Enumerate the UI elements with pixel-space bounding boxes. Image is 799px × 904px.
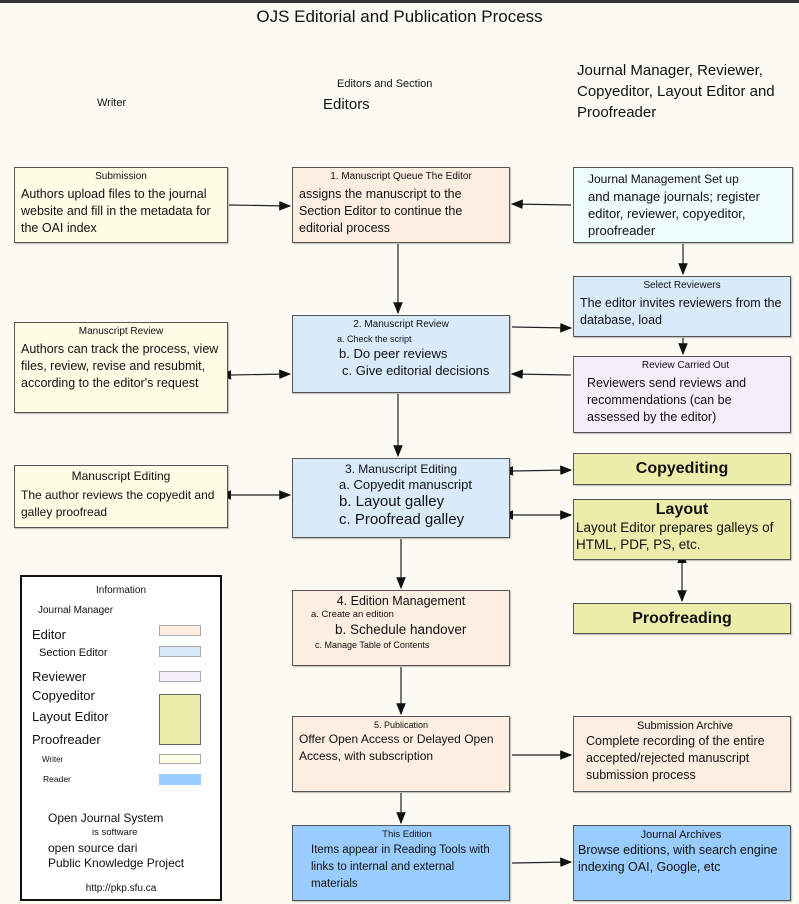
legend-swatch-writer <box>159 754 201 764</box>
legend: Information Journal Manager Editor Secti… <box>20 575 222 901</box>
legend-title: Information <box>95 585 147 596</box>
submission-box: Submission Authors upload files to the j… <box>14 167 228 243</box>
arrow-submission-queue <box>228 201 292 211</box>
arrow-reviewout-review <box>510 369 572 379</box>
legend-url[interactable]: http://pkp.sfu.ca <box>85 883 157 894</box>
lane-managers: Journal Manager, Reviewer, Copyeditor, L… <box>577 62 775 121</box>
arrow-editing-copyedit <box>501 465 573 476</box>
legend-writer: Writer <box>42 755 64 764</box>
author-review-box: Manuscript Review Authors can track the … <box>14 322 228 413</box>
manuscript-queue-box: 1. Manuscript Queue The Editor assigns t… <box>292 167 510 243</box>
arrow-jm-queue <box>510 199 572 209</box>
review-carried-out-box: Review Carried Out Reviewers send review… <box>573 356 791 433</box>
arrow-review-select <box>511 323 573 333</box>
journal-management-box: Journal Management Set up and manage jou… <box>573 167 793 243</box>
legend-footer-2: is software <box>92 827 138 838</box>
legend-layout-editor: Layout Editor <box>32 709 109 724</box>
diagram-title: OJS Editorial and Publication Process <box>256 7 543 26</box>
journal-archives-box: Journal Archives Browse editions, with s… <box>573 825 791 901</box>
author-editing-box: Manuscript Editing The author reviews th… <box>14 465 228 528</box>
legend-footer-3: open source dari <box>48 841 138 855</box>
legend-swatch-reviewer <box>159 671 201 682</box>
legend-reviewer: Reviewer <box>32 669 87 684</box>
proofreading-box: Proofreading <box>573 603 791 634</box>
legend-journal-manager: Journal Manager <box>38 605 114 616</box>
manuscript-editing-box: 3. Manuscript Editing a. Copyedit manusc… <box>292 458 510 538</box>
legend-section-editor: Section Editor <box>39 647 108 659</box>
layout-box: Layout Layout Editor prepares galleys of… <box>573 499 791 560</box>
lane-writer: Writer <box>97 97 127 109</box>
legend-reader: Reader <box>43 774 71 784</box>
this-edition-box: This Edition Items appear in Reading Too… <box>292 825 510 901</box>
lane-editors-1: Editors and Section <box>337 78 433 90</box>
arrow-thisedition-archives <box>511 857 573 867</box>
legend-copyeditor: Copyeditor <box>32 688 95 703</box>
legend-swatch-editor <box>159 625 201 636</box>
legend-proofreader: Proofreader <box>32 732 101 747</box>
arrow-author-review <box>219 369 292 380</box>
publication-box: 5. Publication Offer Open Access or Dela… <box>292 716 510 792</box>
select-reviewers-box: Select Reviewers The editor invites revi… <box>573 276 791 337</box>
legend-editor: Editor <box>32 627 66 642</box>
submission-archive-box: Submission Archive Complete recording of… <box>573 716 791 792</box>
legend-swatch-section-editor <box>159 646 201 657</box>
copyediting-box: Copyediting <box>573 453 791 485</box>
lane-editors-2: Editors <box>323 96 370 113</box>
legend-swatch-reader <box>159 774 201 785</box>
manuscript-review-box: 2. Manuscript Review a. Check the script… <box>292 315 510 393</box>
legend-footer-1: Open Journal System <box>48 811 164 825</box>
edition-management-box: 4. Edition Management a. Create an editi… <box>292 590 510 666</box>
legend-footer-4: Public Knowledge Project <box>48 856 185 870</box>
legend-swatch-production <box>159 694 201 745</box>
top-border <box>0 0 799 3</box>
